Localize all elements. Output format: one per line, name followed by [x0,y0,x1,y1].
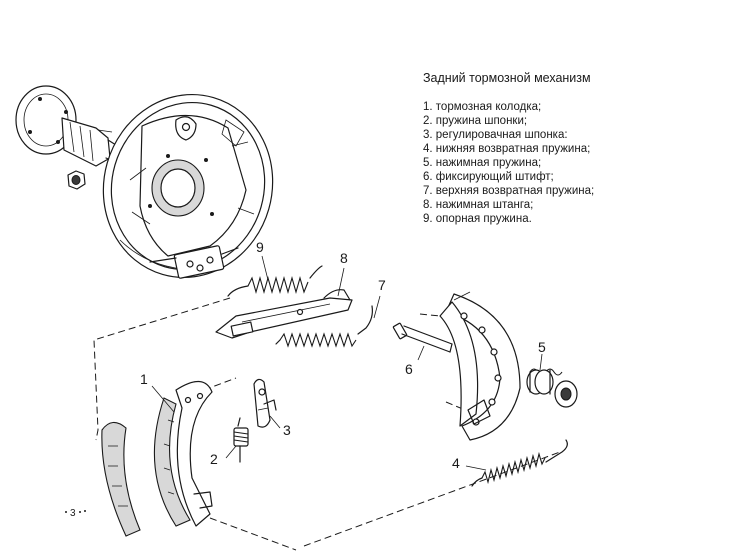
lower-return-spring [471,439,568,487]
legend-item: 6. фиксирующий штифт; [423,171,554,183]
callout-8: 8 [340,250,348,266]
legend: Задний тормозной механизм 1. тормозная к… [423,71,741,226]
spring-cup [554,380,578,408]
callout-2: 2 [210,451,218,467]
push-rod [215,289,353,339]
brake-lining [101,421,141,537]
wheel-hub [15,85,125,167]
callout-7: 7 [378,277,386,293]
assembly-guide-bottom [209,451,561,551]
retaining-pin [392,322,453,353]
stray-mark-digit: 3 [70,508,76,519]
legend-list: 1. тормозная колодка; 2. пружина шпонки; 3… [423,100,741,226]
callout-1: 1 [140,371,148,387]
callout-9: 9 [256,239,264,255]
assembly-guide-right [419,313,471,413]
legend-item: 3. регулировачная шпонка: [423,129,568,141]
callout-leaders [151,255,543,471]
key-spring [233,417,249,463]
legend-item: 1. тормозная колодка; [423,101,542,113]
support-spring [227,265,323,297]
assembly-guide-left [93,297,231,441]
callout-4: 4 [452,455,460,471]
axle-nut [67,170,86,190]
legend-item: 7. верхняя возвратная пружина; [423,185,595,197]
legend-item: 2. пружина шпонки; [423,115,528,127]
left-brake-shoe [153,380,213,527]
backing-plate [102,93,274,279]
callout-6: 6 [405,361,413,377]
legend-item: 4. нижняя возвратная пружина; [423,143,591,155]
legend-item: 9. опорная пружина. [423,213,532,225]
legend-title: Задний тормозной механизм [423,71,591,85]
legend-item: 5. нажимная пружина; [423,157,542,169]
callout-5: 5 [538,339,546,355]
legend-item: 8. нажимная штанга; [423,199,534,211]
adjusting-key [253,378,277,428]
upper-return-spring [275,305,373,348]
stray-mark: 3 [65,508,86,519]
pressure-spring [526,368,563,395]
callout-3: 3 [283,422,291,438]
right-brake-shoe [439,291,521,441]
